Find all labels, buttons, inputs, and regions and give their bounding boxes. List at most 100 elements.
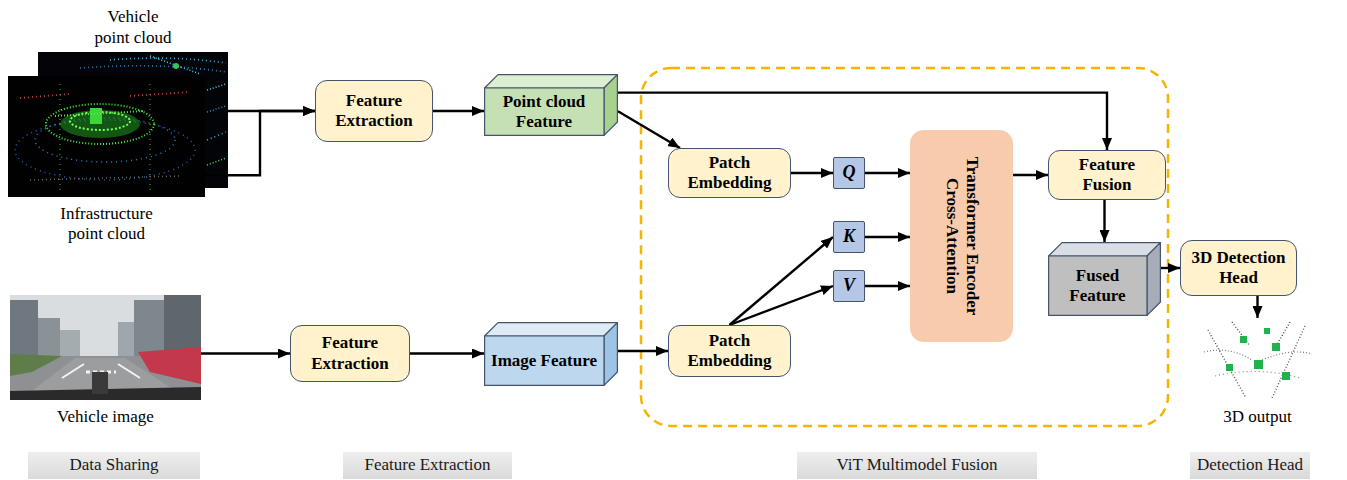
cube-front-face: [1049, 256, 1147, 315]
node-label: Infrastructure point cloud: [51, 204, 163, 245]
building: [38, 318, 60, 360]
detection-box: [1264, 328, 1270, 334]
detection-box: [1272, 343, 1280, 351]
attention-block: Transformer Encoder Cross-Attention: [910, 130, 1013, 342]
arrow-connector: [730, 286, 834, 325]
scan-line: [55, 111, 145, 116]
process-box: 3D Detection Head: [1180, 240, 1297, 296]
arrow-connector: [1013, 174, 1048, 176]
node-label: ViT Multimodel Fusion: [797, 455, 1037, 475]
greenery: [10, 354, 62, 376]
point-cloud-image: Vehicle point cloud: [38, 52, 228, 188]
point-cluster: [90, 108, 102, 124]
scan-line: [30, 176, 180, 180]
arrow-connector: [205, 111, 315, 175]
stage-band: Data Sharing: [28, 452, 200, 479]
point-cluster: [173, 63, 179, 69]
scan-line: [149, 84, 150, 190]
cube-top-face: [1049, 243, 1161, 256]
camera-image: Vehicle image: [10, 295, 201, 400]
process-box: Feature Extraction: [315, 80, 433, 142]
arrow-connector: [1161, 267, 1180, 269]
node-label: Feature Fusion: [1049, 155, 1165, 196]
scan-line: [59, 84, 60, 190]
key-box: K: [833, 221, 865, 253]
cube-top-face: [485, 323, 618, 336]
node-label: Point cloud Feature: [484, 92, 604, 133]
street-photo: [10, 295, 201, 400]
node-label: Data Sharing: [28, 455, 200, 475]
arrow-connector: [618, 111, 680, 148]
node-label: 3D Detection Head: [1181, 248, 1296, 289]
node-label: Feature Extraction: [316, 91, 432, 132]
node-label: Feature Extraction: [291, 333, 409, 374]
scan-line: [207, 132, 226, 140]
point-cloud-image: Infrastructure point cloud: [8, 76, 205, 197]
cube-front-face: Fused Feature: [1048, 256, 1147, 316]
cube-front-face: Point cloud Feature: [484, 88, 604, 136]
arrow-connector: [1103, 200, 1105, 242]
node-label: Fused Feature: [1048, 266, 1147, 307]
building: [118, 322, 134, 358]
fusion-region: [641, 68, 1168, 426]
detection-box: [1226, 364, 1233, 371]
node-label: V: [834, 275, 864, 297]
point-cluster: [46, 104, 154, 144]
feature-cube: Image Feature: [484, 322, 618, 386]
scan-line: [207, 106, 226, 112]
arrow-connector: [201, 352, 290, 354]
scan-line: [130, 92, 190, 96]
cube-side-face: [1147, 243, 1160, 316]
arrow-connector: [730, 237, 834, 325]
cube-front-face: [485, 336, 604, 385]
output-points: [1262, 352, 1312, 360]
node-label: Feature Extraction: [343, 455, 512, 475]
arrow-connector: [618, 350, 668, 352]
cube-side-face: [604, 75, 617, 136]
output-points: [1232, 322, 1290, 346]
sky: [10, 295, 201, 400]
arrow-connector: [791, 172, 833, 174]
node-label: Transformer Encoder Cross-Attention: [941, 146, 982, 326]
arrow-connector: [410, 352, 484, 354]
feature-cube: Point cloud Feature: [484, 74, 618, 136]
node-label: Image Feature: [484, 351, 604, 371]
value-box: V: [833, 270, 865, 302]
output-points: [1208, 330, 1246, 398]
node-label: Patch Embedding: [669, 331, 790, 372]
arrow-connector: [1256, 296, 1258, 318]
node-label: Vehicle image: [31, 407, 181, 427]
detection-box: [1254, 360, 1263, 369]
arrow-connector: [618, 93, 1107, 150]
cube-side-face: [604, 323, 617, 386]
feature-cube: Fused Feature: [1048, 242, 1161, 316]
node-label: Detection Head: [1190, 455, 1310, 475]
scan-line: [207, 84, 226, 90]
flower-bed: [138, 347, 201, 384]
output-points: [1272, 326, 1305, 398]
arrow-connector: [865, 172, 910, 174]
detection-box: [1240, 336, 1247, 343]
scan-line: [20, 94, 70, 98]
process-box: Feature Extraction: [290, 325, 410, 382]
detection-box: [1282, 372, 1290, 380]
cube-front-face: Image Feature: [484, 336, 604, 386]
cube-top-face: [485, 75, 618, 88]
arrow-connector: [865, 285, 910, 287]
cube-front-face: [485, 88, 604, 135]
output-image: 3D output: [1200, 318, 1315, 400]
node-label: Patch Embedding: [669, 153, 790, 194]
node-label: K: [834, 226, 864, 248]
scan-line: [80, 66, 226, 72]
arrow-connector: [433, 110, 484, 112]
process-box: Feature Fusion: [1048, 150, 1166, 200]
scan-line: [150, 56, 200, 74]
process-box: Patch Embedding: [668, 148, 791, 198]
stage-band: Feature Extraction: [343, 452, 512, 479]
building: [60, 330, 80, 360]
query-box: Q: [833, 157, 865, 189]
